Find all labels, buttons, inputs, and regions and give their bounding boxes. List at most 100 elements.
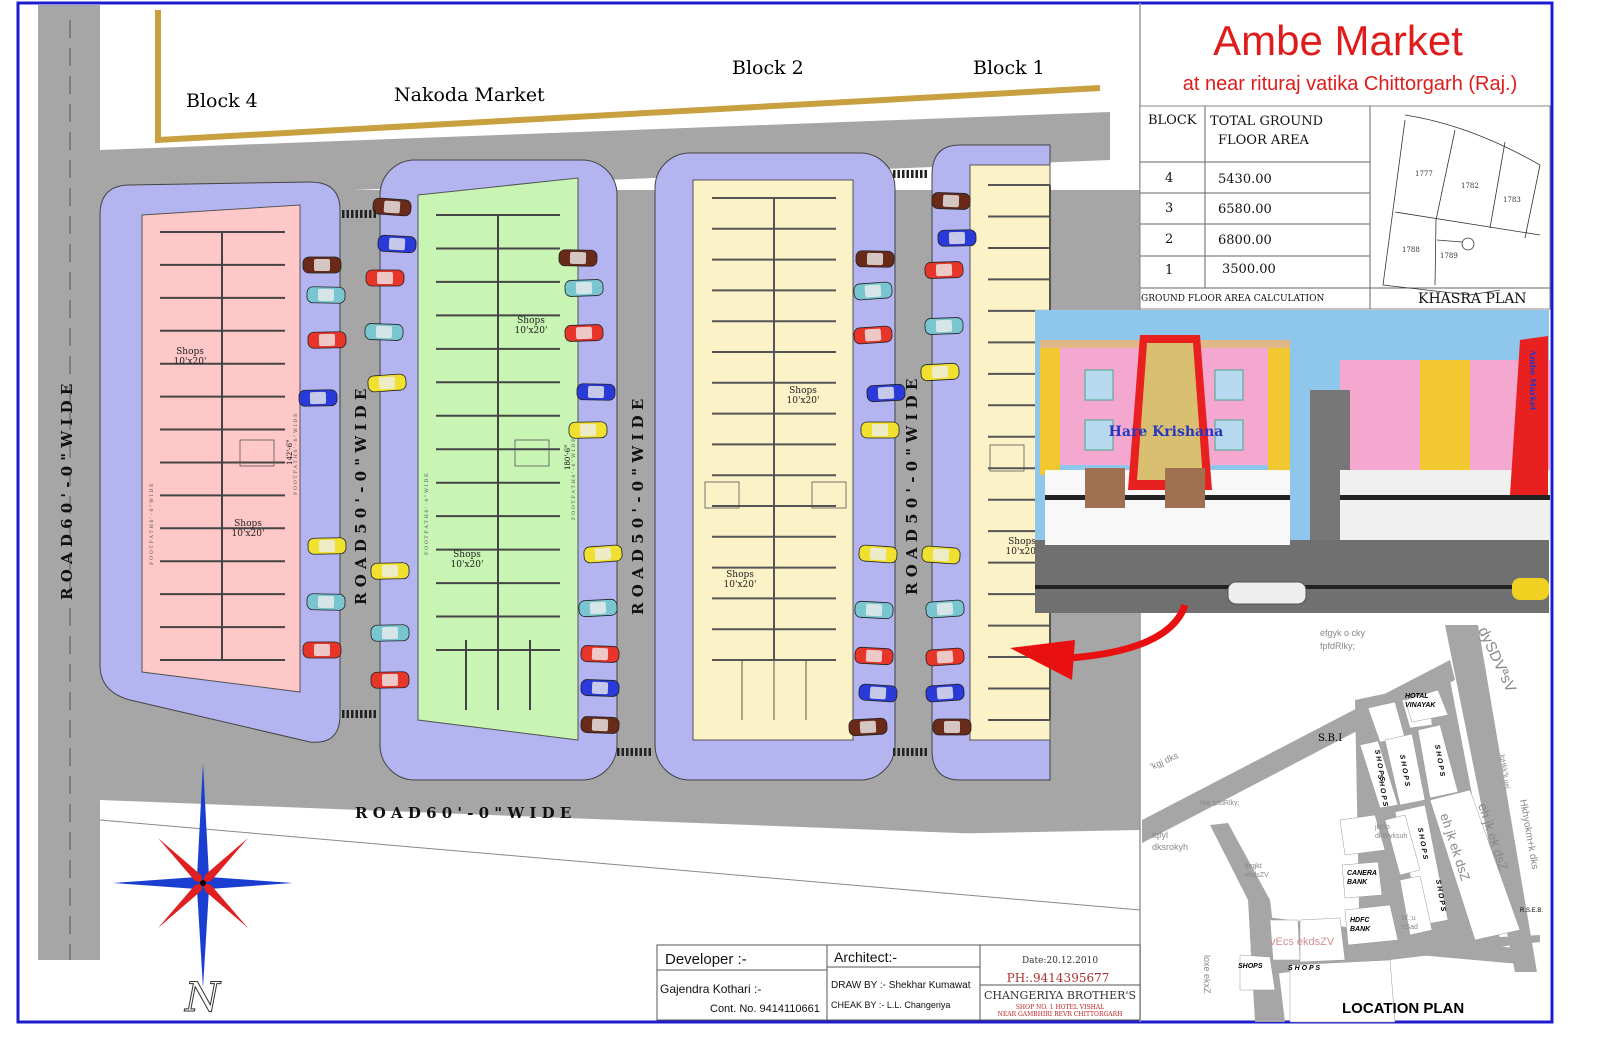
table-cell: 6800.00 [1218,233,1272,248]
firm-phone: PH:.9414395677 [1007,971,1110,985]
zebra-crossing [915,170,918,178]
car-icon [576,383,616,401]
car-icon [578,598,618,618]
road-left [38,5,100,960]
shop-label: Shops [176,347,204,357]
shop-size-label: 10'x20' [1006,547,1039,557]
zebra-crossing [373,710,376,718]
loc-label: cSad [1402,924,1418,931]
area-table [1139,105,1551,310]
firm-address: SHOP NO. 1 HOTEL VISHAL [1016,1004,1104,1011]
car-icon [848,717,888,737]
building-render-image: Hare Krishana Ambe Market [1035,310,1550,613]
zebra-crossing [630,748,633,756]
label-block-4: Block 4 [186,90,258,112]
car-icon [307,537,347,555]
dimension-label: 142'-6" [286,440,294,465]
nakoda-market-outline [155,10,1101,144]
car-icon [932,718,972,736]
zebra-crossing [902,748,905,756]
shop-label: Shops [234,519,262,529]
zebra-crossing [924,748,927,756]
shop-size-label: 10'x20' [515,326,548,336]
zebra-crossing [911,170,914,178]
shop-size-label: 10'x20' [787,396,820,406]
shop-size-label: 10'x20' [174,357,207,367]
table-header-area: FLOOR AREA [1218,133,1310,148]
dimension-label: 180'-6" [564,445,572,470]
render-sign-text: Hare Krishana [1109,424,1224,440]
zebra-crossing [639,748,642,756]
zebra-crossing [621,748,624,756]
car-icon [925,647,965,667]
staircase-icon [989,444,1025,472]
location-plan-title: LOCATION PLAN [1342,1000,1464,1017]
draw-by: DRAW BY :- Shekhar Kumawat [831,980,971,991]
table-cell: 1 [1165,263,1173,278]
car-icon [866,383,906,403]
car-icon [306,593,346,611]
zebra-crossing [644,748,647,756]
car-icon [860,421,900,439]
shop-size-label: 10'x20' [724,580,757,590]
car-icon [367,373,407,393]
footpath-label: F O O T P A T H 6 ' - 6 " W I D E [293,413,299,495]
zebra-crossing [617,748,620,756]
zebra-crossing [893,748,896,756]
loc-shops: SHOPS [1238,963,1263,970]
car-icon [564,279,604,297]
open-land [100,830,1140,915]
car-icon [580,645,620,663]
car-icon [580,716,620,734]
car-icon [853,281,893,301]
car-icon [298,389,338,407]
loc-hdfc: HDFC [1350,917,1370,924]
car-icon [854,646,894,666]
location-plan-map [1142,625,1540,1023]
table-cell: 3 [1165,201,1173,216]
zebra-crossing [924,170,927,178]
north-letter: N [184,975,222,1021]
zebra-crossing [897,748,900,756]
shop-size-label: 10'x20' [232,529,265,539]
table-header-block: BLOCK [1148,113,1197,128]
staircase-icon [704,481,740,509]
car-icon [377,234,417,254]
loc-canera: CANERA [1347,870,1377,877]
car-icon [306,286,346,304]
parked-cars [298,170,977,756]
loc-canera: BANK [1347,879,1368,886]
check-by: CHEAK BY :- L.L. Changeriya [831,1000,950,1010]
shop-label: Shops [1008,537,1036,547]
car-icon [853,325,893,345]
zebra-crossing [342,210,345,218]
zebra-crossing [342,710,345,718]
car-icon [370,624,410,642]
zebra-crossing [364,710,367,718]
car-icon [302,641,342,659]
table-cell: 3500.00 [1222,262,1276,277]
car-icon [937,229,977,247]
loc-label: iqfyl [1152,830,1168,840]
loc-label: dksrokyh [1152,842,1188,852]
road-label-left: R O A D 6 0 ' - 0 " W I D E [58,384,76,600]
road-label-bottom: R O A D 6 0 ' - 0 " W I D E [355,804,571,822]
footpath-label: F O O T P A T H 6 ' - 6 " W I D E [571,438,577,520]
loc-label: ekdsZV [1245,872,1269,879]
loc-shops: S H O P S [1288,965,1320,972]
table-caption: GROUND FLOOR AREA CALCULATION [1141,294,1324,304]
zebra-crossing [626,748,629,756]
car-icon [370,562,410,580]
page-title: Ambe Market [1213,17,1463,64]
khasra-plot-label: 1789 [1440,252,1458,260]
loc-hotel: VINAYAK [1405,702,1436,709]
label-block-2: Block 2 [732,57,804,79]
car-icon [568,421,608,439]
zebra-crossing [906,748,909,756]
car-icon [854,600,894,620]
zebra-crossing [902,170,905,178]
render-sign-right: Ambe Market [1528,349,1538,411]
loc-hotel: HOTAL [1405,693,1429,700]
drawing-date: Date:20.12.2010 [1022,956,1098,966]
